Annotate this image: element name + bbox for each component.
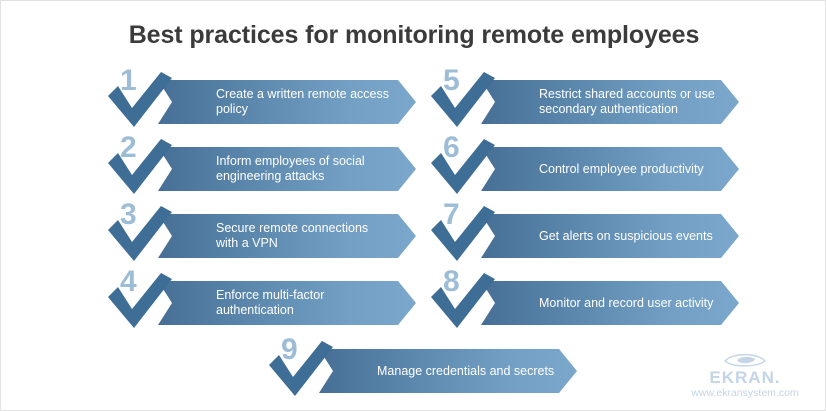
step-number: 4 [120,265,137,298]
check-icon [108,206,172,261]
step-item: Control employee productivity 6 [429,133,739,199]
check-icon [431,206,495,261]
step-number: 5 [443,64,460,97]
page-title: Best practices for monitoring remote emp… [128,21,700,49]
step-item: Secure remote connections with a VPN 3 [106,200,416,266]
logo: EKRAN. www.ekransystem.com [681,352,809,400]
step-banner: Monitor and record user activity [481,281,739,325]
check-icon [108,72,172,127]
step-banner: Create a written remote access policy [158,80,416,124]
check-icon [108,139,172,194]
step-item: Enforce multi-factor authentication 4 [106,267,416,333]
step-text: Inform employees of social engineering a… [216,154,365,183]
check-icon [431,72,495,127]
logo-url: www.ekransystem.com [691,387,799,399]
step-text: Secure remote connections with a VPN [216,221,369,250]
step-number: 2 [120,131,137,164]
step-item: Restrict shared accounts or use secondar… [429,66,739,132]
checkmark-badge: 6 [429,133,503,199]
step-banner: Get alerts on suspicious events [481,214,739,258]
check-icon [108,273,172,328]
check-icon [431,139,495,194]
step-item: Get alerts on suspicious events 7 [429,200,739,266]
step-banner: Restrict shared accounts or use secondar… [481,80,739,124]
step-number: 8 [443,265,460,298]
step-text: Create a written remote access policy [216,87,389,116]
step-text: Control employee productivity [539,161,704,176]
checkmark-badge: 4 [106,267,180,333]
step-item: Create a written remote access policy 1 [106,66,416,132]
step-banner: Control employee productivity [481,147,739,191]
checkmark-badge: 7 [429,200,503,266]
checkmark-badge: 9 [267,335,341,401]
eye-icon [681,352,809,368]
step-item: Monitor and record user activity 8 [429,267,739,333]
check-icon [269,341,333,396]
step-text: Enforce multi-factor authentication [216,288,325,317]
step-text: Restrict shared accounts or use secondar… [539,87,715,116]
checkmark-badge: 3 [106,200,180,266]
step-item: Manage credentials and secrets 9 [267,335,577,401]
step-banner: Enforce multi-factor authentication [158,281,416,325]
checkmark-badge: 1 [106,66,180,132]
step-banner: Secure remote connections with a VPN [158,214,416,258]
step-number: 1 [120,64,137,97]
step-text: Monitor and record user activity [539,295,714,310]
logo-brand: EKRAN. [709,368,781,387]
step-text: Manage credentials and secrets [377,363,555,378]
checkmark-badge: 8 [429,267,503,333]
checkmark-badge: 5 [429,66,503,132]
step-number: 9 [281,333,298,366]
step-number: 6 [443,131,460,164]
step-number: 3 [120,198,137,231]
step-banner: Manage credentials and secrets [319,349,577,393]
step-text: Get alerts on suspicious events [539,228,713,243]
step-banner: Inform employees of social engineering a… [158,147,416,191]
step-item: Inform employees of social engineering a… [106,133,416,199]
checkmark-badge: 2 [106,133,180,199]
step-number: 7 [443,198,460,231]
check-icon [431,273,495,328]
